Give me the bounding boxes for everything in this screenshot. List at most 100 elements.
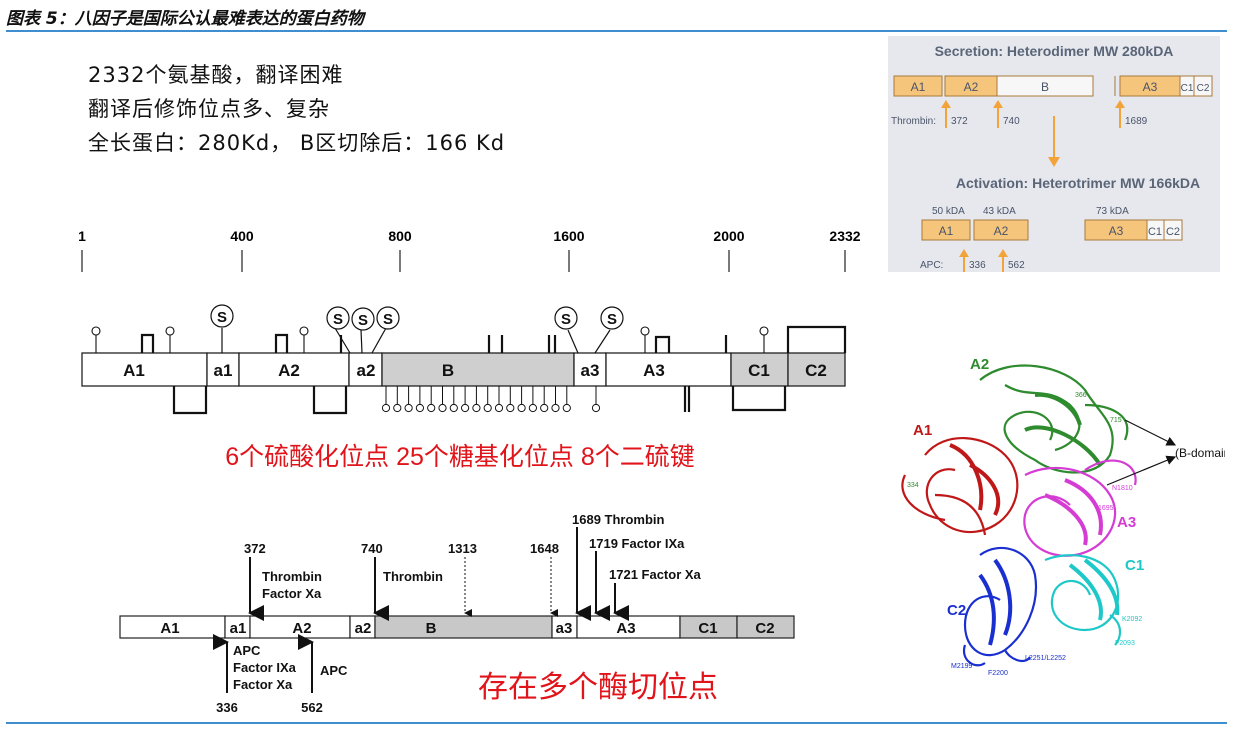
figure-title: 图表 5：八因子是国际公认最难表达的蛋白药物 [6, 9, 364, 29]
s-marker: S [561, 311, 571, 328]
position-axis: 1 400 800 1600 2000 2332 [78, 228, 861, 272]
kda-label: 73 kDA [1096, 206, 1129, 217]
thrombin-site: 1689 [1125, 116, 1148, 127]
domain-map: 1 400 800 1600 2000 2332 A1 a1 A2 a2 B a… [78, 228, 861, 471]
site-1689: 1689 Thrombin [572, 512, 665, 527]
domain-label: C1 [748, 361, 770, 380]
s-marker: S [358, 312, 368, 329]
pos-label: 1 [78, 228, 86, 244]
residue: F2200 [988, 670, 1008, 677]
panel-domain: A1 [939, 224, 954, 238]
domain-a2-ribbon [979, 364, 1129, 474]
site-740: 740 [361, 541, 383, 556]
panel-domain: A2 [964, 80, 979, 94]
domain-label: A2 [278, 361, 300, 380]
domain-label: C1 [698, 620, 717, 637]
site-372: 372 [244, 541, 266, 556]
residue: 366 [1075, 392, 1087, 399]
factor-ixa-left: Factor IXa [233, 660, 297, 675]
site-1719: 1719 Factor IXa [589, 536, 685, 551]
secretion-activation-panel: Secretion: Heterodimer MW 280kDA A1 A2 B… [888, 36, 1220, 272]
panel-domain: C1 [1181, 83, 1194, 94]
glycosylation-site [540, 403, 549, 413]
kda-label: 50 kDA [932, 206, 965, 217]
residue: L2251/L2252 [1025, 655, 1066, 662]
label-c1: C1 [1125, 557, 1144, 574]
title-divider [6, 30, 1227, 32]
s-marker: S [607, 311, 617, 328]
cleavage-bar [119, 615, 795, 639]
bullet-1: 2332个氨基酸，翻译困难 [88, 63, 344, 87]
panel-domain: C1 [1148, 226, 1162, 238]
pos-label: 800 [388, 228, 412, 244]
glycosylation-site [404, 403, 413, 413]
panel-domain: A2 [994, 224, 1009, 238]
apc-site: 336 [969, 260, 986, 271]
glycosylation-site [562, 403, 571, 413]
domain-label: A3 [643, 361, 665, 380]
sulfation-sites [210, 304, 624, 354]
cleavage-arrows-below [213, 634, 314, 693]
glycosylation-site [528, 403, 538, 413]
glycosylation-site [483, 403, 492, 413]
glycosylation-site [381, 403, 391, 413]
apc-right: APC [320, 663, 348, 678]
pos-label: 1600 [553, 228, 584, 244]
bullet-2: 翻译后修饰位点多、复杂 [88, 97, 330, 121]
kda-label: 43 kDA [983, 206, 1016, 217]
domain-label: B [442, 361, 454, 380]
apc-label: APC: [920, 260, 943, 271]
glycosylation-site [415, 403, 424, 413]
label-c2: C2 [947, 602, 966, 619]
s-marker: S [383, 311, 393, 328]
thrombin-site: 740 [1003, 116, 1020, 127]
summary-bullets: 2332个氨基酸，翻译困难 翻译后修饰位点多、复杂 全长蛋白：280Kd， B区… [88, 58, 505, 160]
panel-domain: A3 [1109, 224, 1124, 238]
glycosylation-site [449, 403, 458, 413]
domain-label: a3 [556, 620, 573, 637]
site-1313: 1313 [448, 541, 477, 556]
domain-label: A2 [292, 620, 311, 637]
site-372-enzyme: Factor Xa [262, 586, 322, 601]
glycosylation-site [591, 403, 601, 413]
apc-left: APC [233, 643, 261, 658]
glycosylation-site [472, 403, 481, 413]
domain-c2-ribbon [962, 546, 1038, 667]
bullet-3: 全长蛋白：280Kd， B区切除后：166 Kd [88, 131, 506, 155]
b-domain-glycosylation [381, 386, 601, 413]
domain-a3-ribbon [1023, 459, 1137, 557]
site-372-enzyme: Thrombin [262, 569, 322, 584]
site-562: 562 [301, 700, 323, 715]
protein-structure: A2 A1 A3 C1 C2 (B-domain) 366 715 334 N1… [885, 345, 1233, 700]
pos-label: 2332 [829, 228, 860, 244]
residue: F2093 [1115, 640, 1135, 647]
domain-label: C2 [805, 361, 827, 380]
site-1721: 1721 Factor Xa [609, 567, 702, 582]
s-marker: S [333, 311, 343, 328]
domain-bar [81, 352, 846, 387]
domain-label: a2 [355, 620, 372, 637]
glycosylation-site [506, 403, 515, 413]
domain-label: A1 [160, 620, 179, 637]
apc-site: 562 [1008, 260, 1025, 271]
glycosylation-site [393, 403, 402, 413]
residue: K2092 [1122, 616, 1142, 623]
panel-domain: B [1041, 80, 1049, 94]
pos-label: 2000 [713, 228, 744, 244]
glycosylation-site [494, 403, 504, 413]
domain-label: B [426, 620, 437, 637]
glycosylation-site [427, 403, 436, 413]
glycosylation-sites [91, 326, 769, 353]
glycosylation-site [438, 403, 447, 413]
label-a2: A2 [970, 356, 989, 373]
label-a1: A1 [913, 422, 932, 439]
site-336: 336 [216, 700, 238, 715]
residue: 334 [907, 482, 919, 489]
b-domain-label: (B-domain) [1175, 446, 1225, 460]
glycosylation-site [461, 403, 470, 413]
domain-map-caption: 6个硫酸化位点 25个糖基化位点 8个二硫键 [225, 443, 695, 471]
panel-domain: C2 [1197, 83, 1210, 94]
cleavage-map: A1 a1 A2 a2 B a3 A3 C1 C2 372 Thrombin F… [119, 512, 795, 715]
domain-label: A3 [616, 620, 635, 637]
activation-heading: Activation: Heterotrimer MW 166kDA [956, 175, 1200, 191]
